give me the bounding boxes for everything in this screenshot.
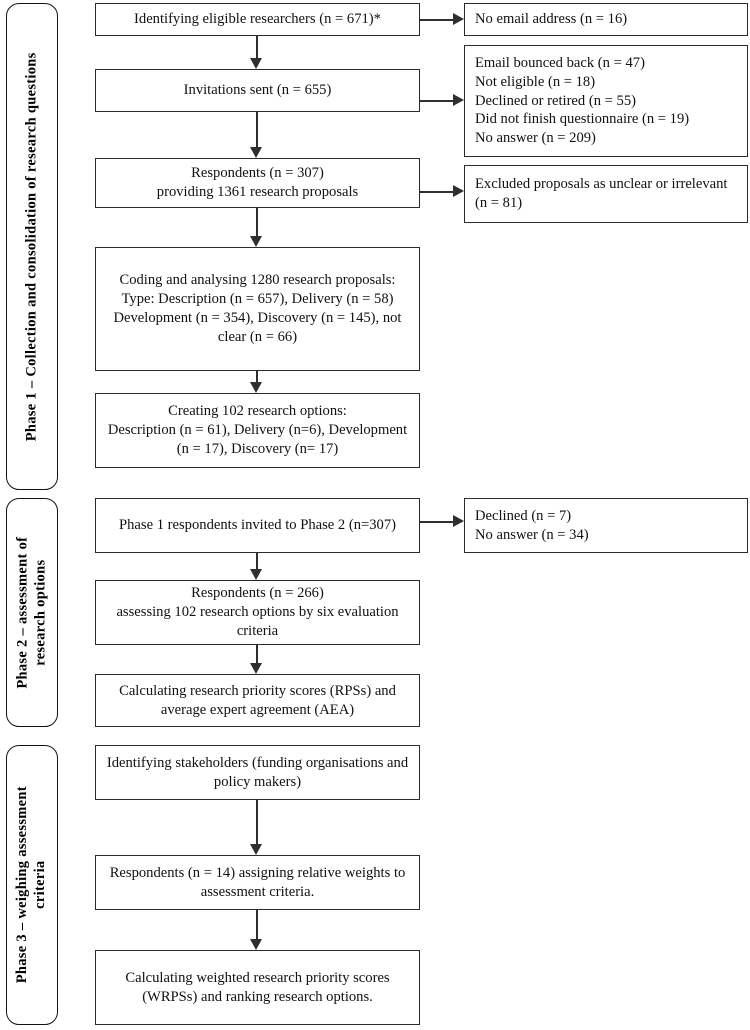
no-email-address-line-1: No email address (n = 16) xyxy=(475,11,628,28)
connector-h-3 xyxy=(420,191,453,193)
box-identifying-stakeholders-text: Identifying stakeholders (funding organi… xyxy=(106,754,409,790)
connector-v-1 xyxy=(256,36,258,58)
box-calculating-rps[interactable]: Calculating research priority scores (RP… xyxy=(95,674,420,727)
arrowhead-down-1 xyxy=(250,58,262,69)
phase-bracket-1: Phase 1 – Collection and consolidation o… xyxy=(6,3,58,490)
box-coding-analysing[interactable]: Coding and analysing 1280 research propo… xyxy=(95,247,420,371)
connector-v-7 xyxy=(256,800,258,844)
non-responders-line-1: Email bounced back (n = 47) xyxy=(475,54,645,71)
box-calculating-wrps-text: Calculating weighted research priority s… xyxy=(125,969,390,1005)
arrowhead-down-3 xyxy=(250,236,262,247)
box-respondents-14[interactable]: Respondents (n = 14) assigning relative … xyxy=(95,855,420,910)
box-respondents-307-text: Respondents (n = 307)providing 1361 rese… xyxy=(156,165,359,200)
arrowhead-down-6 xyxy=(250,663,262,674)
connector-v-8 xyxy=(256,910,258,939)
arrowhead-down-5 xyxy=(250,569,262,580)
arrowhead-down-2 xyxy=(250,147,262,158)
arrowhead-right-2 xyxy=(453,94,464,106)
arrowhead-right-4 xyxy=(453,515,464,527)
excluded-proposals-text: Excluded proposals as unclear or irrelev… xyxy=(475,176,728,211)
box-identifying-eligible-researchers[interactable]: Identifying eligible researchers (n = 67… xyxy=(95,3,420,36)
arrowhead-right-3 xyxy=(453,185,464,197)
phase2-non-responders-line-2: No answer (n = 34) xyxy=(475,526,589,543)
arrowhead-down-8 xyxy=(250,939,262,950)
box-phase2-non-responders[interactable]: Declined (n = 7) No answer (n = 34) xyxy=(464,498,748,553)
box-non-responders[interactable]: Email bounced back (n = 47) Not eligible… xyxy=(464,45,748,157)
box-excluded-proposals[interactable]: Excluded proposals as unclear or irrelev… xyxy=(464,165,748,223)
arrowhead-down-7 xyxy=(250,844,262,855)
box-invitations-sent[interactable]: Invitations sent (n = 655) xyxy=(95,69,420,112)
box-respondents-266[interactable]: Respondents (n = 266)assessing 102 resea… xyxy=(95,580,420,645)
connector-v-3 xyxy=(256,208,258,236)
box-calculating-wrps[interactable]: Calculating weighted research priority s… xyxy=(95,950,420,1025)
box-calculating-rps-text: Calculating research priority scores (RP… xyxy=(119,682,396,718)
connector-h-2 xyxy=(420,100,453,102)
arrowhead-down-4 xyxy=(250,382,262,393)
box-invited-phase2[interactable]: Phase 1 respondents invited to Phase 2 (… xyxy=(95,498,420,553)
phase-1-label: Phase 1 – Collection and consolidation o… xyxy=(23,52,40,441)
box-respondents-14-text: Respondents (n = 14) assigning relative … xyxy=(109,864,406,900)
box-identifying-stakeholders[interactable]: Identifying stakeholders (funding organi… xyxy=(95,745,420,800)
arrowhead-right-1 xyxy=(453,13,464,25)
box-creating-options-text: Creating 102 research options:Descriptio… xyxy=(107,403,408,457)
connector-v-6 xyxy=(256,645,258,663)
connector-v-5 xyxy=(256,553,258,569)
non-responders-line-3: Declined or retired (n = 55) xyxy=(475,92,636,109)
connector-v-4 xyxy=(256,371,258,382)
box-no-email-address[interactable]: No email address (n = 16) xyxy=(464,3,748,36)
box-creating-options[interactable]: Creating 102 research options:Descriptio… xyxy=(95,393,420,468)
box-invited-phase2-text: Phase 1 respondents invited to Phase 2 (… xyxy=(119,517,396,534)
non-responders-line-5: No answer (n = 209) xyxy=(475,130,596,147)
box-respondents-266-text: Respondents (n = 266)assessing 102 resea… xyxy=(116,585,399,639)
box-coding-analysing-text: Coding and analysing 1280 research propo… xyxy=(113,272,402,345)
non-responders-line-2: Not eligible (n = 18) xyxy=(475,73,596,90)
connector-v-2 xyxy=(256,112,258,147)
connector-h-4 xyxy=(420,521,453,523)
non-responders-line-4: Did not finish questionnaire (n = 19) xyxy=(475,111,690,128)
box-respondents-307[interactable]: Respondents (n = 307)providing 1361 rese… xyxy=(95,158,420,208)
connector-h-1 xyxy=(420,19,453,21)
phase2-non-responders-line-1: Declined (n = 7) xyxy=(475,507,572,524)
